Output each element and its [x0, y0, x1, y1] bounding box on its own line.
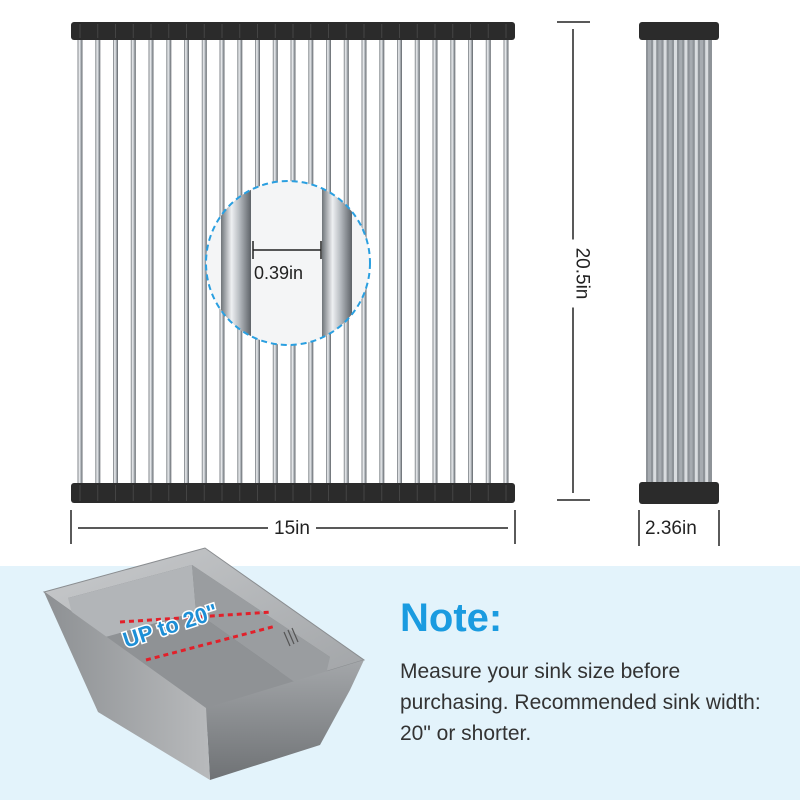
zoom-ring: [205, 180, 371, 346]
rack-rod: [414, 36, 420, 488]
rack-flat: [71, 22, 515, 503]
note-body: Measure your sink size before purchasing…: [400, 660, 761, 745]
rack-rod: [201, 36, 207, 488]
rod-gap-zoom: [205, 180, 371, 346]
rack-rod: [130, 36, 136, 488]
rack-rod: [485, 36, 491, 488]
rack-bar-ridges: [79, 24, 507, 501]
note-title: Note:: [400, 596, 503, 640]
rack-rod: [148, 36, 154, 488]
rod-gap-label: 0.39in: [254, 263, 304, 283]
height-label: 20.5in: [570, 239, 594, 308]
rack-rod: [77, 36, 83, 488]
rack-rod: [450, 36, 456, 488]
folded-top-cap: [639, 22, 719, 40]
rack-rod: [113, 36, 118, 488]
sink-width-line-top: [119, 610, 273, 624]
rack-rod: [503, 36, 509, 488]
rack-rod: [184, 36, 189, 488]
width-label: 15in: [268, 519, 316, 538]
folded-width-label: 2.36in: [645, 518, 697, 539]
sink-illustration: UP to 20": [42, 547, 366, 780]
rack-rod: [379, 36, 385, 488]
folded-bottom-cap: [639, 482, 719, 504]
rack-folded: [639, 22, 719, 504]
rack-rod: [468, 36, 473, 488]
rack-rod: [166, 36, 172, 488]
folded-width-dimension: [638, 510, 720, 546]
sink-width-line-bottom: [145, 624, 277, 662]
rack-rod: [95, 36, 101, 488]
rack-rod: [432, 36, 438, 488]
rack-rod: [397, 36, 402, 488]
